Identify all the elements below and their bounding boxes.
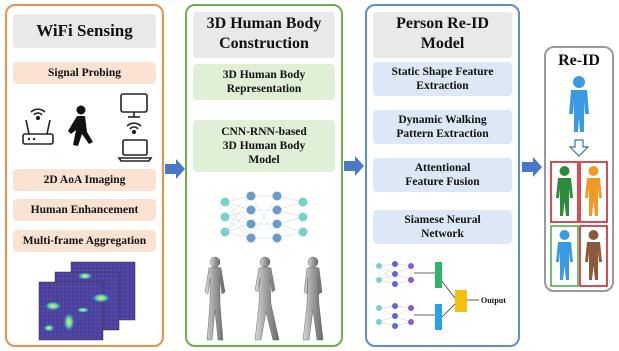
walking-person-icon [68, 105, 93, 146]
dynamic-walking-step: Dynamic Walking Pattern Extraction [373, 110, 512, 144]
static-shape-step: Static Shape Feature Extraction [373, 62, 512, 96]
cnn-rnn-line2: 3D Human Body [222, 140, 306, 152]
siamese-line2: Network [421, 228, 464, 240]
body-representation-line1: 3D Human Body [222, 69, 306, 81]
dynamic-walking-line2: Pattern Extraction [396, 128, 489, 140]
down-arrow-icon [568, 139, 590, 157]
siamese-network-step: Siamese Neural Network [373, 210, 512, 244]
attentional-fusion-line2: Feature Fusion [405, 176, 480, 188]
person-icon [556, 230, 573, 280]
dynamic-walking-line1: Dynamic Walking [398, 114, 487, 126]
wifi-signal-icon [30, 108, 46, 121]
output-label: Output [481, 296, 506, 305]
reid-title-line2: Model [420, 35, 465, 52]
cnn-rnn-model-step: CNN-RNN-based 3D Human Body Model [193, 120, 335, 172]
cnn-rnn-line1: CNN-RNN-based [221, 126, 307, 138]
body-representation-step: 3D Human Body Representation [193, 64, 335, 100]
reid-model-panel: Person Re-ID Model Static Shape Feature … [365, 4, 520, 347]
aoa-imaging-step: 2D AoA Imaging [13, 169, 156, 191]
body-title-line1: 3D Human Body [206, 15, 322, 32]
multi-frame-aggregation-step: Multi-frame Aggregation [13, 230, 156, 252]
wifi-signal-icon [126, 122, 142, 135]
person-icon [585, 166, 602, 216]
static-shape-line2: Extraction [416, 80, 469, 92]
body-representation-line2: Representation [226, 83, 302, 95]
person-icon [556, 166, 573, 216]
static-shape-line1: Static Shape Feature [391, 66, 494, 78]
monitor-icon [120, 93, 148, 118]
body-construction-panel: 3D Human Body Construction 3D Human Body… [185, 4, 343, 347]
attentional-fusion-line1: Attentional [414, 162, 471, 174]
wifi-devices-illustration [22, 93, 153, 162]
reid-result-figure [550, 76, 608, 287]
human-enhancement-step: Human Enhancement [13, 199, 156, 221]
aoa-heatmap-stack [38, 261, 136, 341]
flow-arrow-1 [165, 159, 185, 179]
cnn-rnn-line3: Model [248, 154, 280, 166]
body-title-line2: Construction [219, 35, 309, 52]
reid-result-panel: Re-ID [544, 46, 614, 292]
person-icon [569, 76, 589, 132]
flow-arrow-2 [344, 156, 364, 176]
wifi-router-icon [22, 119, 54, 145]
body-construction-title: 3D Human Body Construction [193, 12, 335, 58]
human-mesh-icon [204, 256, 324, 341]
signal-probing-step: Signal Probing [13, 62, 156, 84]
laptop-icon [117, 139, 153, 162]
wifi-sensing-title: WiFi Sensing [13, 14, 156, 48]
siamese-network-diagram: Output [376, 261, 506, 330]
flow-arrow-3 [522, 157, 542, 177]
neural-network-icon [220, 191, 308, 243]
siamese-line1: Siamese Neural [404, 214, 481, 226]
reid-title-line1: Person Re-ID [396, 15, 489, 32]
attentional-fusion-step: Attentional Feature Fusion [373, 158, 512, 192]
person-icon [585, 230, 602, 280]
reid-result-title: Re-ID [558, 52, 600, 69]
wifi-sensing-panel: WiFi Sensing Signal Probing [5, 4, 164, 347]
reid-model-title: Person Re-ID Model [373, 12, 512, 58]
